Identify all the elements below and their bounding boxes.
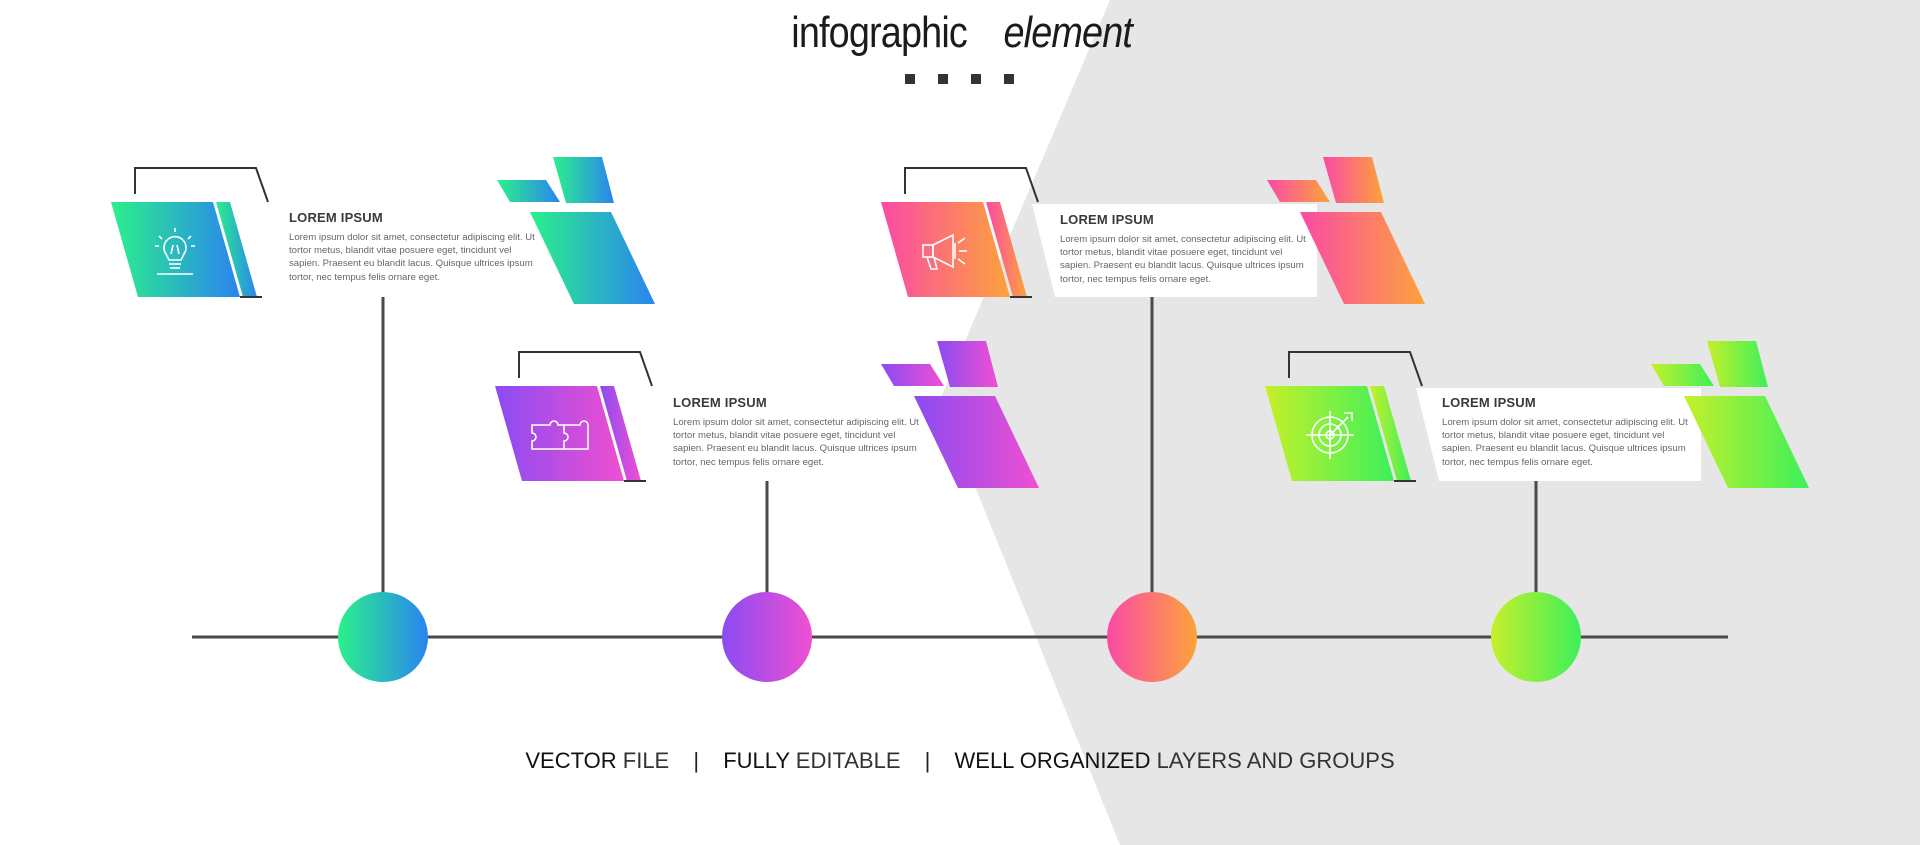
timeline-node-1 bbox=[338, 592, 428, 682]
card-2 bbox=[495, 341, 1039, 488]
footer-editable: EDITABLE bbox=[795, 748, 901, 773]
footer-file: FILE bbox=[622, 748, 670, 773]
footer-separator-1: | bbox=[693, 748, 700, 773]
card-3-heading: LOREM IPSUM bbox=[1060, 212, 1154, 227]
timeline-node-4 bbox=[1491, 592, 1581, 682]
card-2-heading: LOREM IPSUM bbox=[673, 395, 767, 410]
puzzle-icon bbox=[531, 420, 589, 450]
card-1-text: LOREM IPSUM Lorem ipsum dolor sit amet, … bbox=[289, 210, 539, 284]
footer-well-organized: WELL ORGANIZED bbox=[954, 748, 1151, 773]
megaphone-icon bbox=[922, 233, 967, 270]
card-3-text: LOREM IPSUM Lorem ipsum dolor sit amet, … bbox=[1060, 212, 1310, 286]
footer-separator-2: | bbox=[924, 748, 931, 773]
card-4-heading: LOREM IPSUM bbox=[1442, 395, 1536, 410]
card-4-body: Lorem ipsum dolor sit amet, consectetur … bbox=[1442, 417, 1688, 468]
card-2-text: LOREM IPSUM Lorem ipsum dolor sit amet, … bbox=[673, 395, 923, 469]
title-italic-word: element bbox=[1003, 8, 1133, 57]
footer-fully: FULLY bbox=[723, 748, 790, 773]
card-4-text: LOREM IPSUM Lorem ipsum dolor sit amet, … bbox=[1442, 395, 1692, 469]
page-title: infographic element bbox=[0, 8, 1920, 58]
target-icon bbox=[1306, 411, 1354, 459]
footer-tagline: VECTOR FILE | FULLY EDITABLE | WELL ORGA… bbox=[0, 748, 1920, 774]
card-1-heading: LOREM IPSUM bbox=[289, 210, 383, 225]
timeline-node-3 bbox=[1107, 592, 1197, 682]
card-1 bbox=[111, 157, 655, 304]
card-2-body: Lorem ipsum dolor sit amet, consectetur … bbox=[673, 417, 919, 468]
lightbulb-icon bbox=[155, 228, 195, 275]
card-3 bbox=[881, 157, 1425, 304]
timeline-node-2 bbox=[722, 592, 812, 682]
card-3-body: Lorem ipsum dolor sit amet, consectetur … bbox=[1060, 234, 1306, 285]
card-1-body: Lorem ipsum dolor sit amet, consectetur … bbox=[289, 232, 535, 283]
footer-vector: VECTOR bbox=[525, 748, 617, 773]
footer-layers-groups: LAYERS AND GROUPS bbox=[1156, 748, 1395, 773]
title-dots bbox=[905, 74, 1015, 84]
title-word: infographic bbox=[791, 8, 969, 57]
